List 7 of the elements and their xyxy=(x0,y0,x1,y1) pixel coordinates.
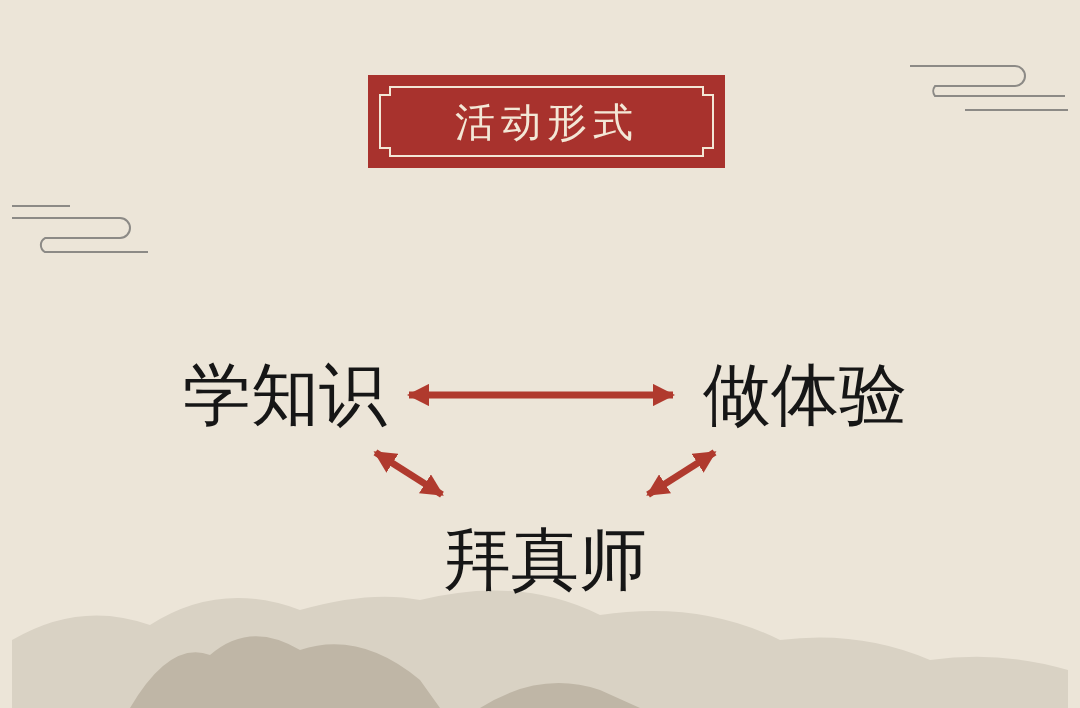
node-text: 拜真师 xyxy=(437,518,653,602)
node-text: 学知识 xyxy=(177,353,393,437)
double-arrow xyxy=(646,449,717,498)
double-arrow xyxy=(373,449,444,498)
node-text: 做体验 xyxy=(697,353,913,437)
title: 活动形式 xyxy=(453,97,640,146)
double-arrow xyxy=(406,383,676,407)
